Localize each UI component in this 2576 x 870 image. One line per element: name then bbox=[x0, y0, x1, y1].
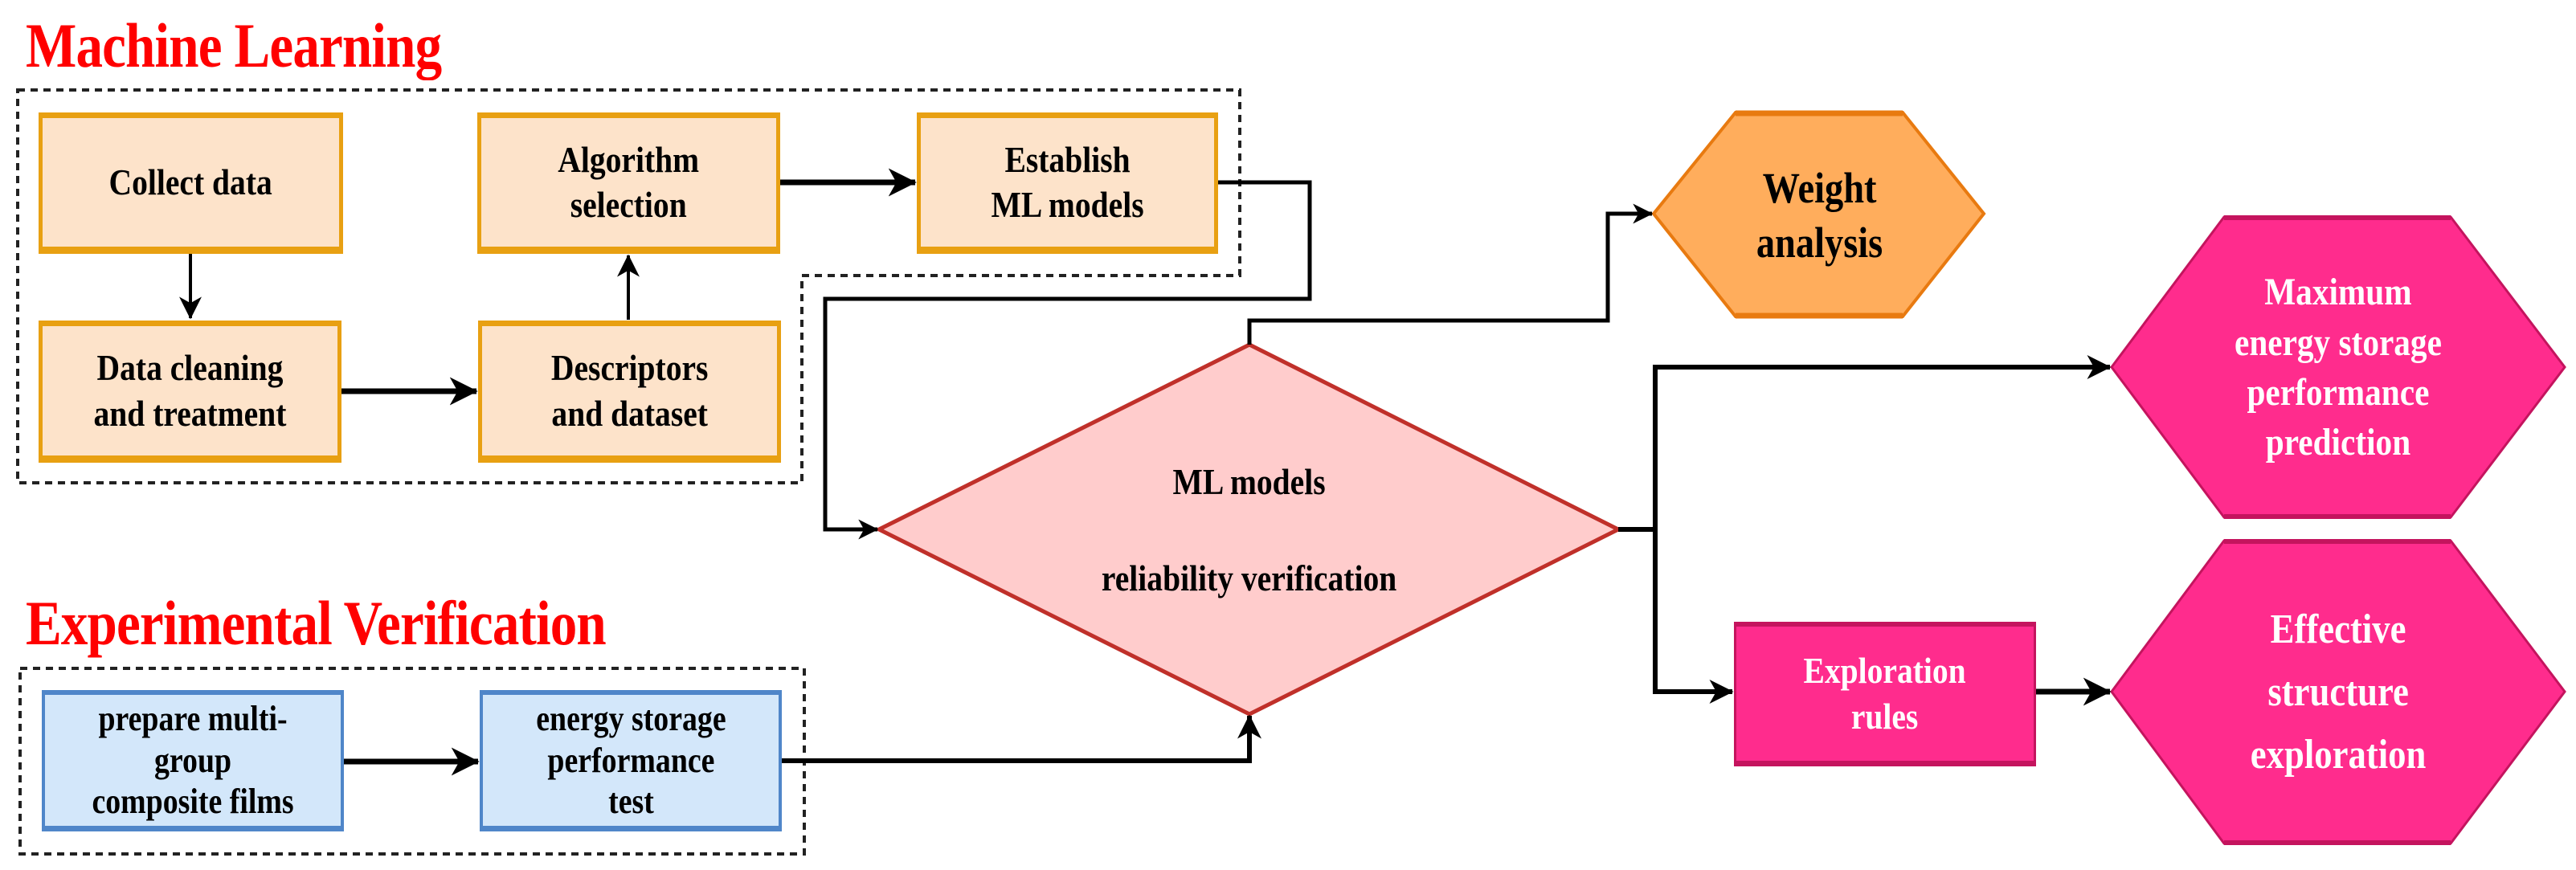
machine-learning-title: Machine Learning bbox=[26, 10, 442, 80]
label-line: analysis bbox=[1756, 219, 1883, 267]
label-line: prepare multi- bbox=[98, 698, 288, 738]
experimental-verification-title: Experimental Verification bbox=[26, 588, 607, 658]
reliability-verification-label-wrap: ML models reliability verification bbox=[964, 418, 1535, 643]
edge-diamond-to-weight bbox=[1247, 203, 1654, 345]
label-line: exploration bbox=[2250, 732, 2427, 778]
label-line: ML models bbox=[1172, 461, 1327, 503]
label-line: Data cleaning bbox=[96, 347, 284, 389]
label-line: energy storage bbox=[2235, 321, 2442, 364]
label-line: selection bbox=[570, 184, 687, 225]
label-line: Weight bbox=[1763, 163, 1877, 212]
reliability-verification-label: ML models reliability verification bbox=[1102, 434, 1396, 626]
label-line: rules bbox=[1851, 695, 1919, 737]
label-line: and dataset bbox=[551, 392, 708, 434]
max-prediction-label: Maximum energy storage performance predicti… bbox=[2235, 268, 2442, 468]
label-line: Collect data bbox=[108, 161, 273, 202]
label-line: Descriptors bbox=[550, 347, 709, 389]
effective-structure-label-wrap: Effective structure exploration bbox=[2161, 549, 2515, 835]
label-line: Effective bbox=[2270, 607, 2406, 652]
label-line: composite films bbox=[92, 782, 294, 822]
label-line: and treatment bbox=[93, 392, 287, 434]
collect-data-box[interactable]: Collect data bbox=[39, 112, 343, 254]
effective-structure-label: Effective structure exploration bbox=[2251, 598, 2427, 786]
max-prediction-label-wrap: Maximum energy storage performance predicti… bbox=[2161, 225, 2515, 511]
label-line: group bbox=[153, 740, 232, 780]
edge-establish-to-diamond bbox=[823, 180, 1312, 540]
label-line: performance bbox=[2247, 371, 2430, 414]
edge-diamond-to-exploration-rules bbox=[1653, 529, 1734, 704]
label-line: test bbox=[607, 782, 654, 822]
label-line: reliability verification bbox=[1102, 558, 1397, 598]
weight-analysis-label: Weight analysis bbox=[1756, 161, 1883, 270]
label-line: Maximum bbox=[2264, 271, 2412, 314]
label-line: prediction bbox=[2265, 421, 2411, 464]
weight-analysis-label-wrap: Weight analysis bbox=[1695, 120, 1944, 310]
label-line: performance bbox=[546, 740, 715, 780]
label-line: Exploration bbox=[1803, 650, 1967, 692]
label-line: structure bbox=[2267, 669, 2409, 715]
label-line: Establish bbox=[1004, 138, 1131, 180]
edge-diamond-to-max-prediction bbox=[1618, 355, 2112, 532]
label-line: energy storage bbox=[535, 698, 726, 738]
edge-test-to-diamond bbox=[781, 714, 1261, 763]
label-line: ML models bbox=[991, 184, 1144, 225]
ml-group-border bbox=[16, 88, 1241, 484]
collect-data-label: Collect data bbox=[109, 160, 272, 205]
reliability-verification-diamond[interactable] bbox=[874, 342, 1623, 717]
label-line: Algorithm bbox=[558, 138, 700, 180]
